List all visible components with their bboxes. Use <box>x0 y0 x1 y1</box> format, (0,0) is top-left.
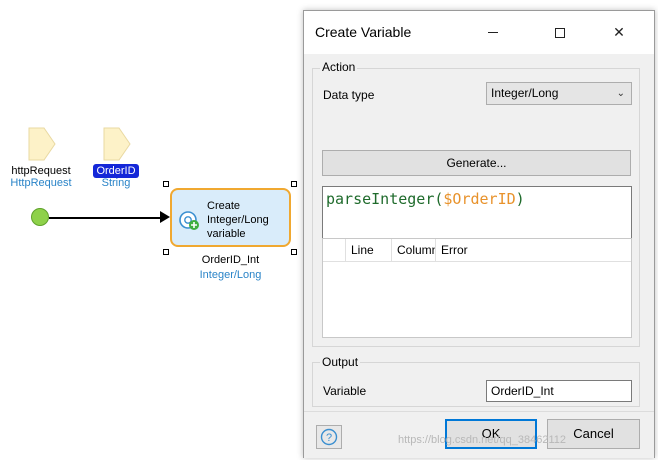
column-header-marker[interactable] <box>323 239 345 261</box>
minimize-icon <box>488 32 498 33</box>
close-icon: ✕ <box>613 24 625 40</box>
close-button[interactable]: ✕ <box>596 11 642 54</box>
expression-close: ) <box>515 190 525 208</box>
start-event[interactable] <box>31 208 49 226</box>
dialog-titlebar[interactable]: Create Variable ✕ <box>304 11 654 54</box>
variable-name-input[interactable]: OrderID_Int <box>486 380 632 402</box>
dialog-title: Create Variable <box>315 24 412 40</box>
create-variable-dialog: Create Variable ✕ Action Data type Integ… <box>303 10 655 458</box>
output-group <box>312 362 640 407</box>
error-table[interactable]: Line Column Error <box>322 238 632 338</box>
activity-label: Create Integer/Long variable <box>207 200 269 240</box>
data-type-value: Integer/Long <box>491 86 559 100</box>
help-button[interactable]: ? <box>316 425 342 449</box>
generate-button[interactable]: Generate... <box>322 150 631 176</box>
expression-editor[interactable]: parseInteger($OrderID) <box>322 186 632 238</box>
minimize-button[interactable] <box>470 11 516 54</box>
error-table-header: Line Column Error <box>323 239 631 262</box>
parameter-icon <box>103 127 131 161</box>
help-icon: ? <box>320 428 338 446</box>
variable-label: Variable <box>323 384 367 398</box>
cancel-button[interactable]: Cancel <box>547 419 640 449</box>
maximize-icon <box>555 27 565 38</box>
action-group <box>312 68 640 347</box>
parameter-icon <box>28 127 56 161</box>
data-type-label: Data type <box>323 88 375 102</box>
param-name: httpRequest <box>11 165 71 177</box>
resize-handle-ne[interactable] <box>291 181 297 187</box>
sequence-flow[interactable] <box>49 217 162 219</box>
column-header-error[interactable]: Error <box>435 239 631 261</box>
chevron-down-icon: ⌄ <box>616 88 625 99</box>
action-group-label: Action <box>320 60 358 74</box>
expression-variable: $OrderID <box>443 190 516 208</box>
create-variable-icon <box>179 211 199 230</box>
activity-output-name: OrderID_Int <box>201 254 260 266</box>
watermark: https://blog.csdn.net/qq_38462112 <box>398 434 566 446</box>
column-header-line[interactable]: Line <box>345 239 391 261</box>
svg-text:?: ? <box>326 432 332 444</box>
output-group-label: Output <box>320 355 361 369</box>
dialog-footer: ? OK Cancel <box>304 411 654 458</box>
create-variable-activity[interactable]: Create Integer/Long variable <box>170 188 291 247</box>
activity-output-type: Integer/Long <box>199 269 262 281</box>
maximize-button[interactable] <box>537 11 583 54</box>
data-type-select[interactable]: Integer/Long ⌄ <box>486 82 632 105</box>
param-name-selected: OrderID <box>93 164 139 178</box>
param-httprequest[interactable]: httpRequest HttpRequest <box>6 127 76 189</box>
expression-function: parseInteger( <box>326 190 444 208</box>
param-type: HttpRequest <box>10 177 72 189</box>
resize-handle-nw[interactable] <box>163 181 169 187</box>
ok-button[interactable]: OK <box>445 419 537 449</box>
arrow-head-icon <box>160 211 170 223</box>
resize-handle-sw[interactable] <box>163 249 169 255</box>
resize-handle-se[interactable] <box>291 249 297 255</box>
param-orderid[interactable]: OrderID String <box>86 127 146 189</box>
param-type: String <box>101 177 131 189</box>
column-header-column[interactable]: Column <box>391 239 435 261</box>
